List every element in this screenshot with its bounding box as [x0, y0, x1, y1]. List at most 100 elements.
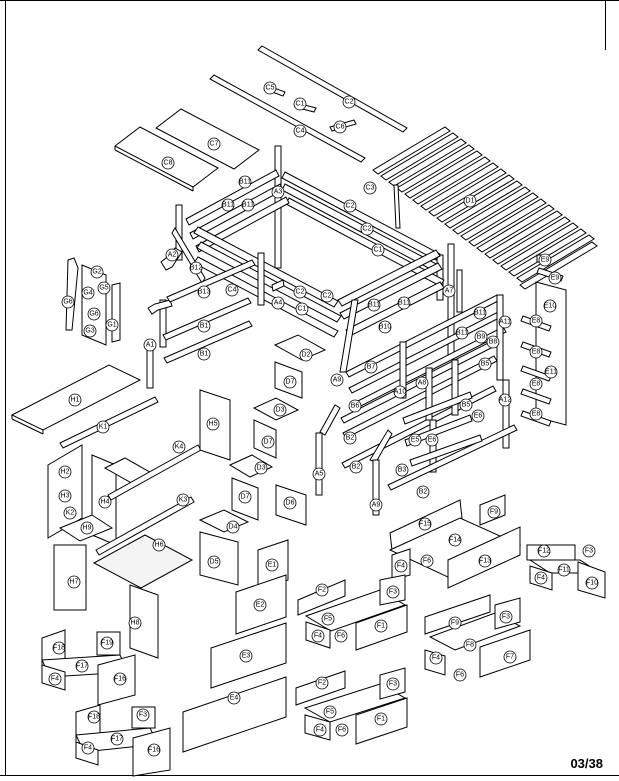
label-F9-b: F9 — [448, 616, 462, 630]
svg-text:B7: B7 — [367, 364, 376, 371]
label-B5-b: B5 — [459, 398, 473, 412]
label-H7: H7 — [67, 575, 81, 589]
svg-text:G5: G5 — [99, 285, 108, 292]
svg-text:A7: A7 — [445, 288, 454, 295]
svg-text:K4: K4 — [175, 444, 184, 451]
svg-text:D3: D3 — [257, 465, 266, 472]
svg-text:G2: G2 — [92, 269, 101, 276]
svg-text:B11: B11 — [398, 300, 410, 307]
svg-text:F4: F4 — [84, 745, 92, 752]
label-B11-r2: B11 — [397, 296, 411, 310]
svg-text:F1: F1 — [377, 716, 385, 723]
label-F7: F7 — [503, 650, 517, 664]
label-D7-b: D7 — [261, 435, 275, 449]
left-frame-line — [5, 0, 6, 775]
label-F14: F14 — [448, 533, 462, 547]
svg-text:C2: C2 — [345, 99, 354, 106]
svg-text:A9: A9 — [372, 502, 381, 509]
svg-text:G3: G3 — [85, 328, 94, 335]
label-C2-mid2: C2 — [360, 222, 374, 236]
label-F2-a: F2 — [315, 583, 329, 597]
svg-text:C2: C2 — [363, 226, 372, 233]
label-B11-b: B11 — [241, 198, 255, 212]
svg-text:F2: F2 — [318, 587, 326, 594]
label-K1: K1 — [96, 420, 110, 434]
part-labels: C1 C2 C3 C4 C5 C6 C7 C8 D1 B11 B11 B11 A… — [48, 81, 599, 757]
svg-text:H1: H1 — [71, 397, 80, 404]
label-G6: G6 — [61, 295, 75, 309]
label-E9-a: E9 — [538, 253, 552, 267]
svg-text:F7: F7 — [506, 654, 514, 661]
svg-text:C5: C5 — [266, 85, 275, 92]
label-K2: K2 — [63, 506, 77, 520]
svg-text:E4: E4 — [230, 695, 239, 702]
svg-text:G6: G6 — [63, 299, 72, 306]
svg-text:H6: H6 — [155, 542, 164, 549]
label-A2: A2 — [165, 248, 179, 262]
svg-text:F8: F8 — [466, 642, 474, 649]
svg-text:F5: F5 — [324, 616, 332, 623]
label-B11-top: B11 — [238, 175, 252, 189]
label-C1-lower: C1 — [295, 302, 309, 316]
svg-text:F15: F15 — [419, 521, 431, 528]
svg-text:F19: F19 — [101, 640, 113, 647]
label-B8: B8 — [486, 335, 500, 349]
label-F6-b: F6 — [334, 629, 348, 643]
label-A1: A1 — [143, 338, 157, 352]
svg-text:E6: E6 — [428, 437, 437, 444]
svg-text:F17: F17 — [111, 736, 123, 743]
svg-text:B1: B1 — [200, 323, 209, 330]
label-B13: B13 — [197, 285, 211, 299]
svg-text:D6: D6 — [286, 500, 295, 507]
svg-text:C4: C4 — [296, 128, 305, 135]
svg-text:F3: F3 — [389, 681, 397, 688]
svg-text:F18: F18 — [53, 645, 65, 652]
label-C6: C6 — [333, 120, 347, 134]
label-B12: B12 — [189, 261, 203, 275]
label-H8: H8 — [128, 616, 142, 630]
label-A7: A7 — [442, 284, 456, 298]
label-K4: K4 — [172, 440, 186, 454]
svg-text:B11: B11 — [222, 202, 234, 209]
svg-text:B11: B11 — [368, 302, 380, 309]
label-E8-a: E8 — [529, 314, 543, 328]
page-number: 03/38 — [570, 756, 603, 771]
svg-text:E2: E2 — [256, 602, 265, 609]
slats-group — [372, 126, 598, 290]
top-frame-line — [0, 0, 619, 1]
svg-text:F3: F3 — [139, 712, 147, 719]
svg-text:F5: F5 — [326, 709, 334, 716]
svg-text:A9: A9 — [333, 377, 342, 384]
svg-text:A3: A3 — [274, 189, 283, 196]
svg-text:E9: E9 — [551, 275, 560, 282]
svg-text:F1: F1 — [377, 623, 385, 630]
svg-text:B3: B3 — [398, 467, 407, 474]
svg-text:C2: C2 — [323, 293, 332, 300]
label-A10: A10 — [393, 385, 407, 399]
svg-text:C4: C4 — [228, 287, 237, 294]
label-C3: C3 — [363, 181, 377, 195]
label-F3-c: F3 — [499, 610, 513, 624]
svg-text:F3: F3 — [585, 548, 593, 555]
label-B3: B3 — [395, 463, 409, 477]
label-E1: E1 — [265, 558, 279, 572]
svg-text:B2: B2 — [419, 489, 428, 496]
label-F13: F13 — [478, 554, 492, 568]
label-H4: H4 — [98, 495, 112, 509]
label-E9-b: E9 — [548, 271, 562, 285]
svg-text:F13: F13 — [479, 558, 491, 565]
label-D3-b: D3 — [254, 461, 268, 475]
label-F6-a: F6 — [420, 554, 434, 568]
label-F6-d: F6 — [335, 723, 349, 737]
label-F4-e: F4 — [313, 723, 327, 737]
label-C1: C1 — [293, 97, 307, 111]
svg-text:E9: E9 — [541, 257, 550, 264]
label-F3-d: F3 — [386, 677, 400, 691]
label-E11: E11 — [544, 365, 558, 379]
label-D4: D4 — [226, 520, 240, 534]
svg-text:C2: C2 — [296, 289, 305, 296]
label-F19: F19 — [100, 636, 114, 650]
svg-text:E6: E6 — [474, 413, 483, 420]
svg-text:F14: F14 — [449, 537, 461, 544]
